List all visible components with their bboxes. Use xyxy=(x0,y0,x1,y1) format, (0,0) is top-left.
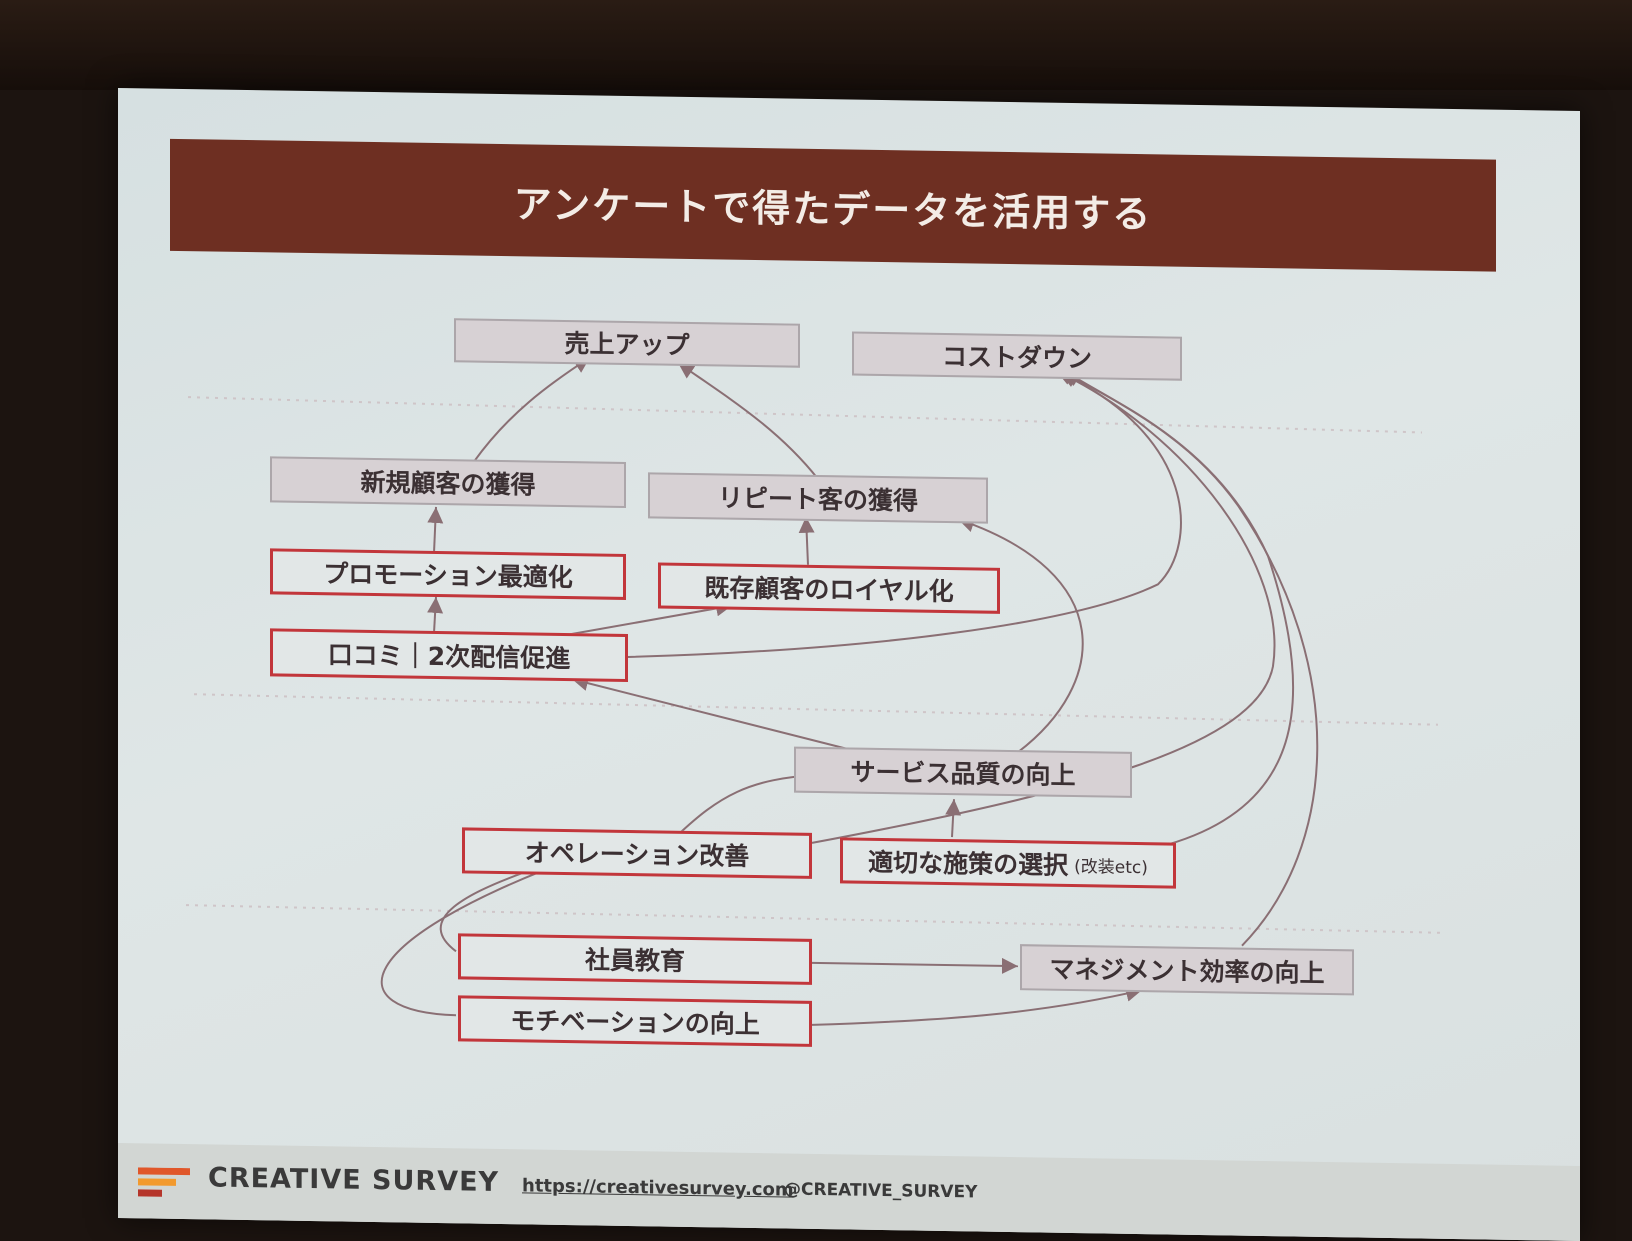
arrow-repeat-to-sales xyxy=(677,361,819,480)
goal-label: サービス品質の向上 xyxy=(850,757,1076,791)
tier-divider xyxy=(187,396,1423,434)
arrow-new-to-sales xyxy=(473,356,591,463)
goal-label: コストダウン xyxy=(941,341,1092,374)
projected-slide: アンケートで得たデータを活用する xyxy=(118,88,1580,1241)
brand-logo-icon xyxy=(138,1167,190,1197)
arrow-loyalty-to-repeat xyxy=(798,516,815,565)
goal-new-customers: 新規顧客の獲得 xyxy=(270,456,626,508)
arrow-education-to-mgmt xyxy=(812,957,1018,974)
goal-label: マネジメント効率の向上 xyxy=(1049,954,1325,988)
goal-label: 売上アップ xyxy=(564,329,690,360)
slide-footer: CREATIVE SURVEY https://creativesurvey.c… xyxy=(118,1143,1580,1241)
action-note: (改装etc) xyxy=(1074,856,1148,878)
action-education: 社員教育 xyxy=(458,933,812,985)
goal-service-quality: サービス品質の向上 xyxy=(794,746,1132,798)
arrow-measures-to-service xyxy=(945,799,962,838)
goal-label: 新規顧客の獲得 xyxy=(360,467,536,500)
tier-divider xyxy=(185,904,1441,934)
connector-layer xyxy=(185,356,1441,1026)
arrow-service-to-repeat xyxy=(957,516,1084,753)
tier-divider xyxy=(193,693,1439,726)
action-label: 適切な施策の選択 xyxy=(868,847,1069,880)
arrow-promo-to-new xyxy=(427,506,444,554)
room-background xyxy=(0,0,1632,90)
arrow-motivation-to-operation xyxy=(380,855,579,1017)
arrow-mgmt-to-cost xyxy=(1063,370,1319,947)
goal-sales-up: 売上アップ xyxy=(454,318,800,368)
arrow-wom-to-cost xyxy=(627,369,1182,659)
brand-handle: @CREATIVE_SURVEY xyxy=(784,1179,978,1203)
arrow-service-to-wom xyxy=(571,675,859,753)
goal-cost-down: コストダウン xyxy=(852,331,1182,381)
brand-name: CREATIVE SURVEY xyxy=(208,1162,500,1198)
arrow-wom-to-loyalty xyxy=(565,600,733,637)
action-label: オペレーション改善 xyxy=(524,838,750,871)
action-measures: 適切な施策の選択 (改装etc) xyxy=(840,837,1176,889)
action-label: プロモーション最適化 xyxy=(323,559,573,593)
goal-repeat-customers: リピート客の獲得 xyxy=(648,472,988,524)
goal-mgmt-efficiency: マネジメント効率の向上 xyxy=(1020,944,1354,996)
action-loyalty: 既存顧客のロイヤル化 xyxy=(658,562,1000,614)
arrow-wom-to-promo xyxy=(427,596,444,634)
tier-dividers xyxy=(185,396,1441,934)
arrow-motivation-to-mgmt xyxy=(811,985,1143,1026)
action-word-of-mouth: 口コミ｜2次配信促進 xyxy=(270,628,628,683)
action-motivation: モチベーションの向上 xyxy=(458,995,812,1047)
action-promotion: プロモーション最適化 xyxy=(270,548,626,600)
action-label: 口コミ｜2次配信促進 xyxy=(327,640,571,674)
arrow-operation-to-cost xyxy=(811,371,1276,844)
action-operation: オペレーション改善 xyxy=(462,827,812,879)
action-label: 既存顧客のロイヤル化 xyxy=(704,573,954,607)
arrows xyxy=(380,356,1319,1026)
brand-url: https://creativesurvey.com xyxy=(522,1175,794,1201)
action-label: モチベーションの向上 xyxy=(510,1006,760,1040)
action-label: 社員教育 xyxy=(584,945,685,976)
goal-label: リピート客の獲得 xyxy=(717,483,918,516)
